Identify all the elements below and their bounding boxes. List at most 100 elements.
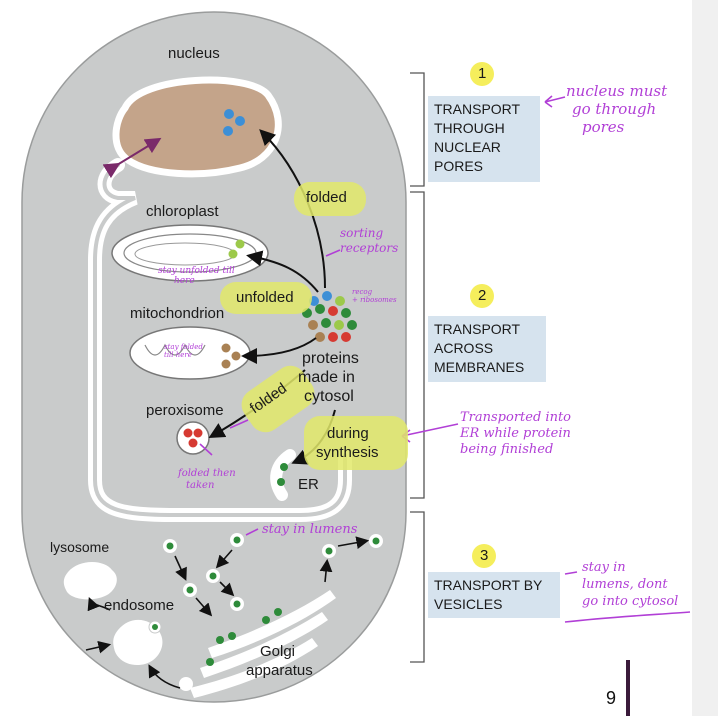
step-3-number: 3 <box>480 547 489 564</box>
vesicles <box>163 533 383 611</box>
note-line: go into cytosol <box>582 594 679 609</box>
chloroplast-dot <box>228 249 238 259</box>
label-chloroplast: chloroplast <box>146 203 219 220</box>
note-line: + ribosomes <box>352 296 397 304</box>
step-2-circle <box>470 284 494 308</box>
note-line: taken <box>186 480 215 491</box>
note-recog: recog + ribosomes <box>352 288 397 304</box>
note-line: here <box>174 276 195 286</box>
label-unfolded: unfolded <box>236 289 294 306</box>
step-3-line: TRANSPORT BY <box>434 577 543 593</box>
nucleus-dot <box>223 126 233 136</box>
er-dot <box>280 463 288 471</box>
note-line: till here <box>164 351 192 359</box>
label-folded-top: folded <box>306 189 347 206</box>
note-mito: stay folded till here <box>164 343 203 359</box>
peroxisome-shape <box>176 421 210 455</box>
note-vesicle: stay in lumens, dont go into cytosol <box>582 559 678 610</box>
label-golgi: Golgi <box>260 643 296 660</box>
step-2-line: MEMBRANES <box>434 359 525 375</box>
mito-dot <box>221 343 231 353</box>
note-line: ER while protein <box>460 426 571 441</box>
arrow-to-endosome <box>85 640 112 654</box>
note-line: folded then <box>178 468 236 479</box>
note-line: stay unfolded till <box>158 266 235 276</box>
endosome-dot-core <box>152 624 158 630</box>
chloroplast-dot <box>235 239 245 249</box>
note-line: stay folded <box>164 343 203 351</box>
arrow-to-chloroplast <box>246 250 319 293</box>
lysosome-shape <box>63 562 117 600</box>
label-er: ER <box>298 476 319 493</box>
label-peroxisome: peroxisome <box>146 402 224 419</box>
label-apparatus: apparatus <box>246 662 313 679</box>
step-1-line: PORES <box>434 158 484 174</box>
note-line: nucleus must <box>566 82 668 100</box>
nucleus-dot <box>224 109 234 119</box>
er-dot <box>277 478 285 486</box>
page-number: 9 <box>606 688 617 708</box>
golgi-stacks <box>190 590 336 698</box>
nucleus-dot <box>235 116 245 126</box>
label-made-in: made in <box>298 369 355 386</box>
note-line: recog <box>352 288 373 296</box>
vesicle-arrows <box>174 536 370 617</box>
note-line: receptors <box>340 241 399 255</box>
peroxisome-dot <box>193 428 203 438</box>
arrow-endosome-to-lysosome <box>87 597 111 612</box>
golgi-bud <box>179 677 193 691</box>
note-peroxisome: folded then taken <box>178 468 236 492</box>
step-1-circle <box>470 62 494 86</box>
peroxisome-dot <box>183 428 193 438</box>
chloroplast-shape <box>111 224 269 282</box>
nucleus-shape <box>112 76 282 178</box>
step-1-box: TRANSPORT THROUGH NUCLEAR PORES <box>428 96 540 182</box>
highlight-during-synthesis <box>304 416 408 470</box>
arrow-to-mitochondrion <box>241 337 317 364</box>
er-envelope-channel-inner <box>93 163 347 517</box>
note-line: go through <box>572 100 657 118</box>
step-1-line: THROUGH <box>434 120 505 136</box>
peroxisome-dot <box>188 438 198 448</box>
mitochondrion-cristae <box>144 343 206 356</box>
step-1-line: NUCLEAR <box>434 139 501 155</box>
label-endosome: endosome <box>104 597 175 614</box>
highlight-unfolded <box>220 282 312 314</box>
label-cytosol: cytosol <box>304 388 354 405</box>
note-lumen: stay in lumens <box>262 522 358 537</box>
step-1-number: 1 <box>478 65 487 82</box>
step-1-line: TRANSPORT <box>434 101 521 117</box>
step-2-line: ACROSS <box>434 340 494 356</box>
note-line: sorting <box>340 226 384 240</box>
step-3-line: VESICLES <box>434 596 503 612</box>
nuclear-exchange-arrow <box>102 137 162 179</box>
label-during: during <box>327 425 369 442</box>
note-line: pores <box>582 118 625 136</box>
label-lysosome: lysosome <box>50 539 110 555</box>
step-3-circle <box>472 544 496 568</box>
note-sorting: sorting receptors <box>340 226 398 256</box>
highlight-folded-top <box>294 182 366 216</box>
step-brackets <box>410 72 425 663</box>
mito-dot <box>221 359 231 369</box>
label-mitochondrion: mitochondrion <box>130 305 225 322</box>
mito-dot <box>231 351 241 361</box>
side-band <box>692 0 718 716</box>
label-nucleus: nucleus <box>168 45 220 62</box>
note-er: Transported into ER while protein being … <box>460 410 571 458</box>
note-line: being finished <box>460 442 554 457</box>
step-2-line: TRANSPORT <box>434 321 521 337</box>
step-2-box: TRANSPORT ACROSS MEMBRANES <box>428 316 546 382</box>
note-nucleus: nucleus must go through pores <box>566 82 667 136</box>
note-line: lumens, dont <box>582 577 668 592</box>
er-tube <box>270 449 296 501</box>
note-line: Transported into <box>460 410 571 425</box>
arrow-golgi-to-endosome <box>148 664 181 689</box>
label-synthesis: synthesis <box>316 444 379 461</box>
note-chloroplast: stay unfolded till here <box>158 266 235 286</box>
note-line: stay in <box>582 560 626 575</box>
page-number-bar <box>626 660 630 716</box>
step-3-box: TRANSPORT BY VESICLES <box>428 572 560 618</box>
label-proteins: proteins <box>302 350 359 367</box>
step-2-number: 2 <box>478 287 487 304</box>
